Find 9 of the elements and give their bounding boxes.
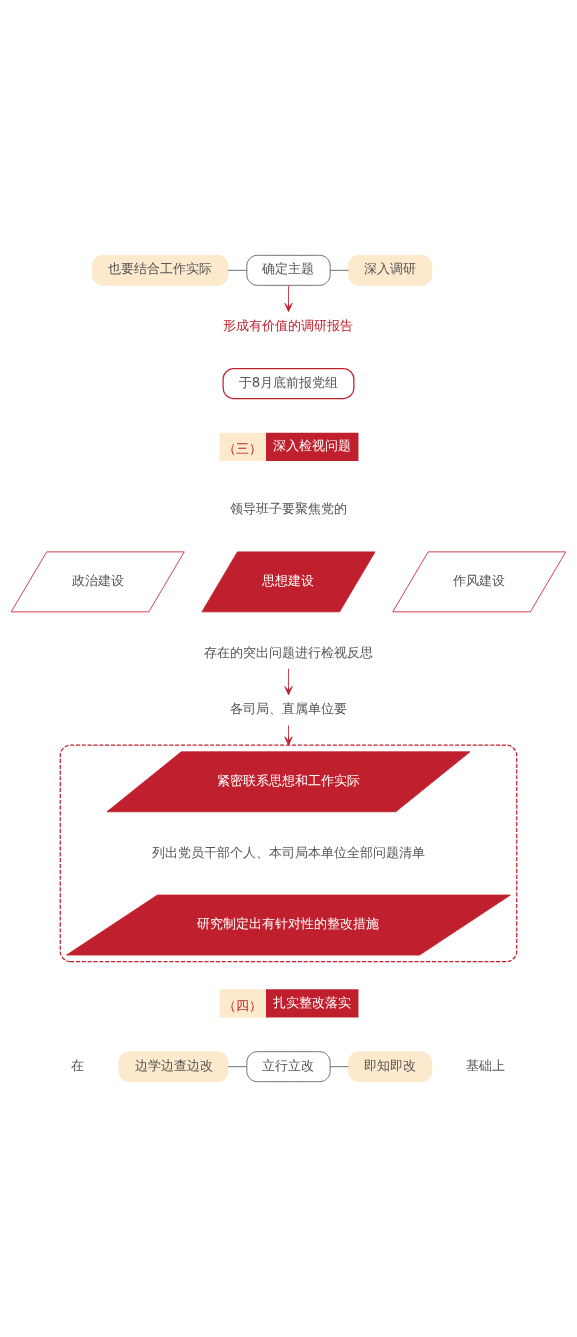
node-text: 领导班子要聚焦党的 (230, 501, 347, 517)
node-text: 列出党员干部个人、本司局本单位全部问题清单 (152, 844, 425, 860)
node-text: 存在的突出问题进行检视反思 (204, 644, 373, 660)
label: 基础上 (465, 1057, 505, 1073)
node-text: 形成有价值的调研报告 (223, 318, 354, 334)
node-label: （四） (222, 997, 262, 1013)
label: 在 (71, 1057, 85, 1073)
node-text: 各司局、直属单位要 (230, 701, 347, 717)
node-label: （三） (222, 441, 262, 457)
